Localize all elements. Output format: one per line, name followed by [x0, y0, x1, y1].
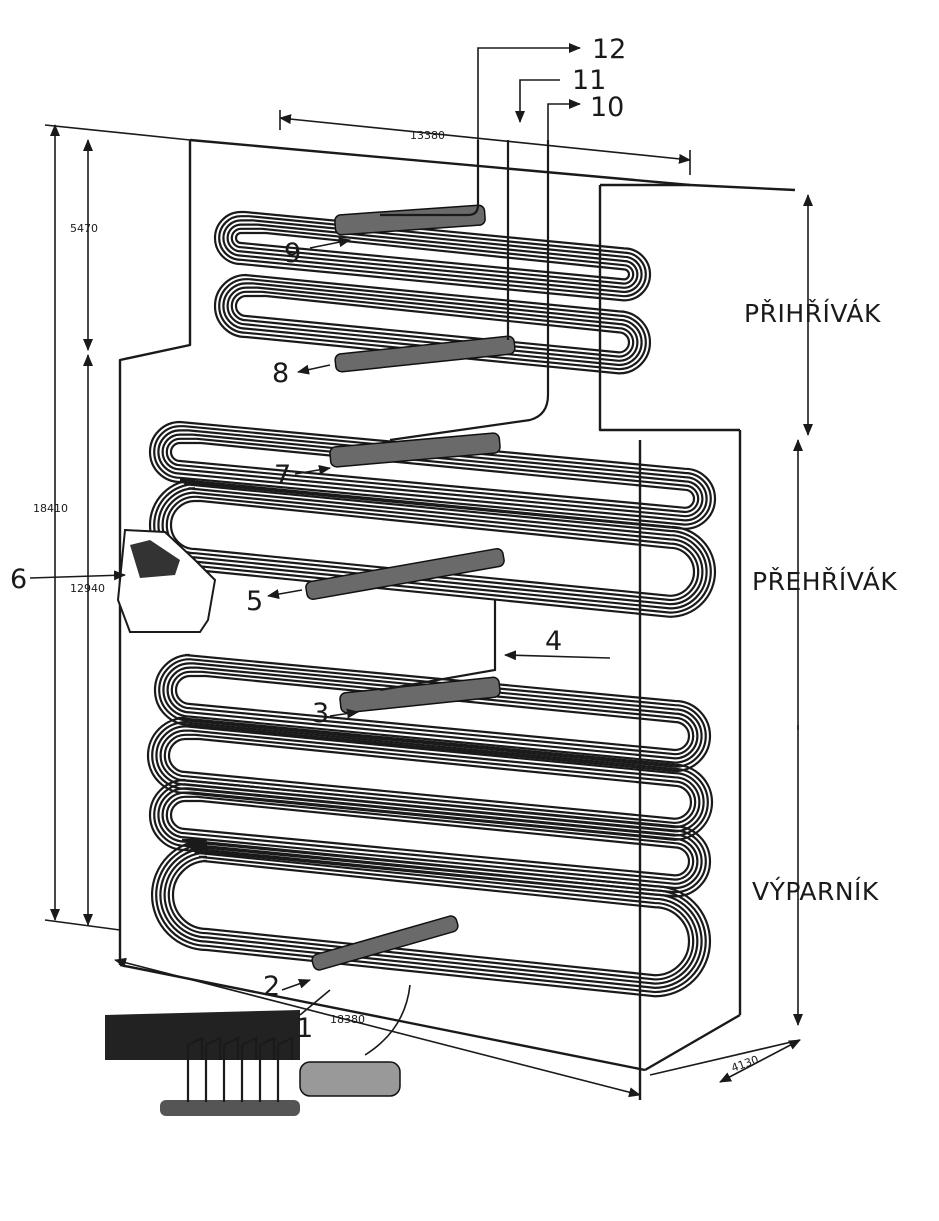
tube-loop-evaporator-4 — [150, 838, 712, 998]
header-9 — [334, 204, 486, 236]
tube — [230, 227, 635, 285]
header-5 — [305, 547, 505, 601]
tube-loop-evaporator-1 — [153, 653, 712, 773]
section-label-evaporator: VÝPARNÍK — [752, 877, 879, 906]
tube — [226, 286, 639, 362]
label-4: 4 — [545, 626, 562, 657]
dim-height-total: 18410 — [33, 502, 68, 515]
label-9: 9 — [284, 238, 301, 269]
dim-line-width-bottom — [114, 957, 641, 1098]
tube — [174, 674, 691, 752]
dimension-lines — [44, 110, 813, 1098]
tube — [222, 219, 643, 294]
tube-bundles — [146, 210, 717, 998]
tube-loop-reheater-upper — [213, 210, 652, 302]
tube — [230, 290, 635, 358]
callouts: 12 11 10 9 8 7 6 5 4 3 2 1 — [10, 34, 626, 1044]
label-12: 12 — [592, 34, 626, 65]
tube — [161, 491, 704, 606]
dim-depth: 4130 — [730, 1053, 761, 1075]
label-6: 6 — [10, 564, 27, 595]
dim-height-top: 5470 — [70, 222, 98, 235]
tube — [169, 799, 691, 877]
tube — [155, 843, 707, 994]
tube — [158, 658, 707, 768]
tube — [148, 478, 717, 618]
tube — [153, 653, 712, 773]
cutaway-6-shade — [130, 540, 180, 578]
tube-loop-evaporator-3 — [148, 778, 712, 898]
tube — [161, 791, 699, 885]
dim-height-lower: 12940 — [70, 582, 105, 595]
tube — [213, 210, 652, 302]
tube — [165, 795, 695, 881]
header-8 — [334, 335, 516, 373]
tube — [169, 441, 696, 509]
tube — [166, 666, 699, 760]
dim-width-top: 13380 — [410, 129, 445, 142]
header-3 — [339, 676, 501, 714]
tube — [171, 859, 691, 977]
dim-line-width-top — [279, 114, 691, 164]
tube — [162, 662, 703, 764]
tube — [157, 487, 708, 610]
tube — [167, 737, 693, 820]
label-11: 11 — [572, 65, 606, 96]
label-10: 10 — [590, 92, 624, 123]
tube — [165, 437, 700, 514]
section-label-superheater: PŘEHŘÍVÁK — [752, 567, 897, 596]
header-7 — [329, 432, 501, 468]
tube — [170, 670, 695, 756]
tube — [163, 733, 697, 825]
tube — [167, 855, 695, 981]
riser-pipes — [379, 140, 550, 692]
label-1: 1 — [296, 1013, 313, 1044]
header-detail-inset — [105, 984, 411, 1116]
dimension-texts: 13380 4130 18380 5470 18410 12940 — [33, 129, 760, 1075]
tube — [226, 223, 639, 289]
headers — [305, 204, 516, 971]
label-7: 7 — [274, 460, 291, 491]
label-2: 2 — [263, 971, 280, 1002]
tube — [153, 483, 712, 614]
tube — [218, 215, 647, 298]
label-3: 3 — [312, 698, 329, 729]
tube — [157, 429, 708, 522]
tube — [153, 425, 712, 526]
tube — [234, 231, 631, 281]
dim-width-bottom: 18380 — [330, 1013, 365, 1026]
tube — [234, 294, 631, 354]
label-5: 5 — [246, 586, 263, 617]
label-8: 8 — [272, 358, 289, 389]
tube — [161, 433, 704, 518]
section-label-reheater: PŘIHŘÍVÁK — [744, 299, 881, 328]
